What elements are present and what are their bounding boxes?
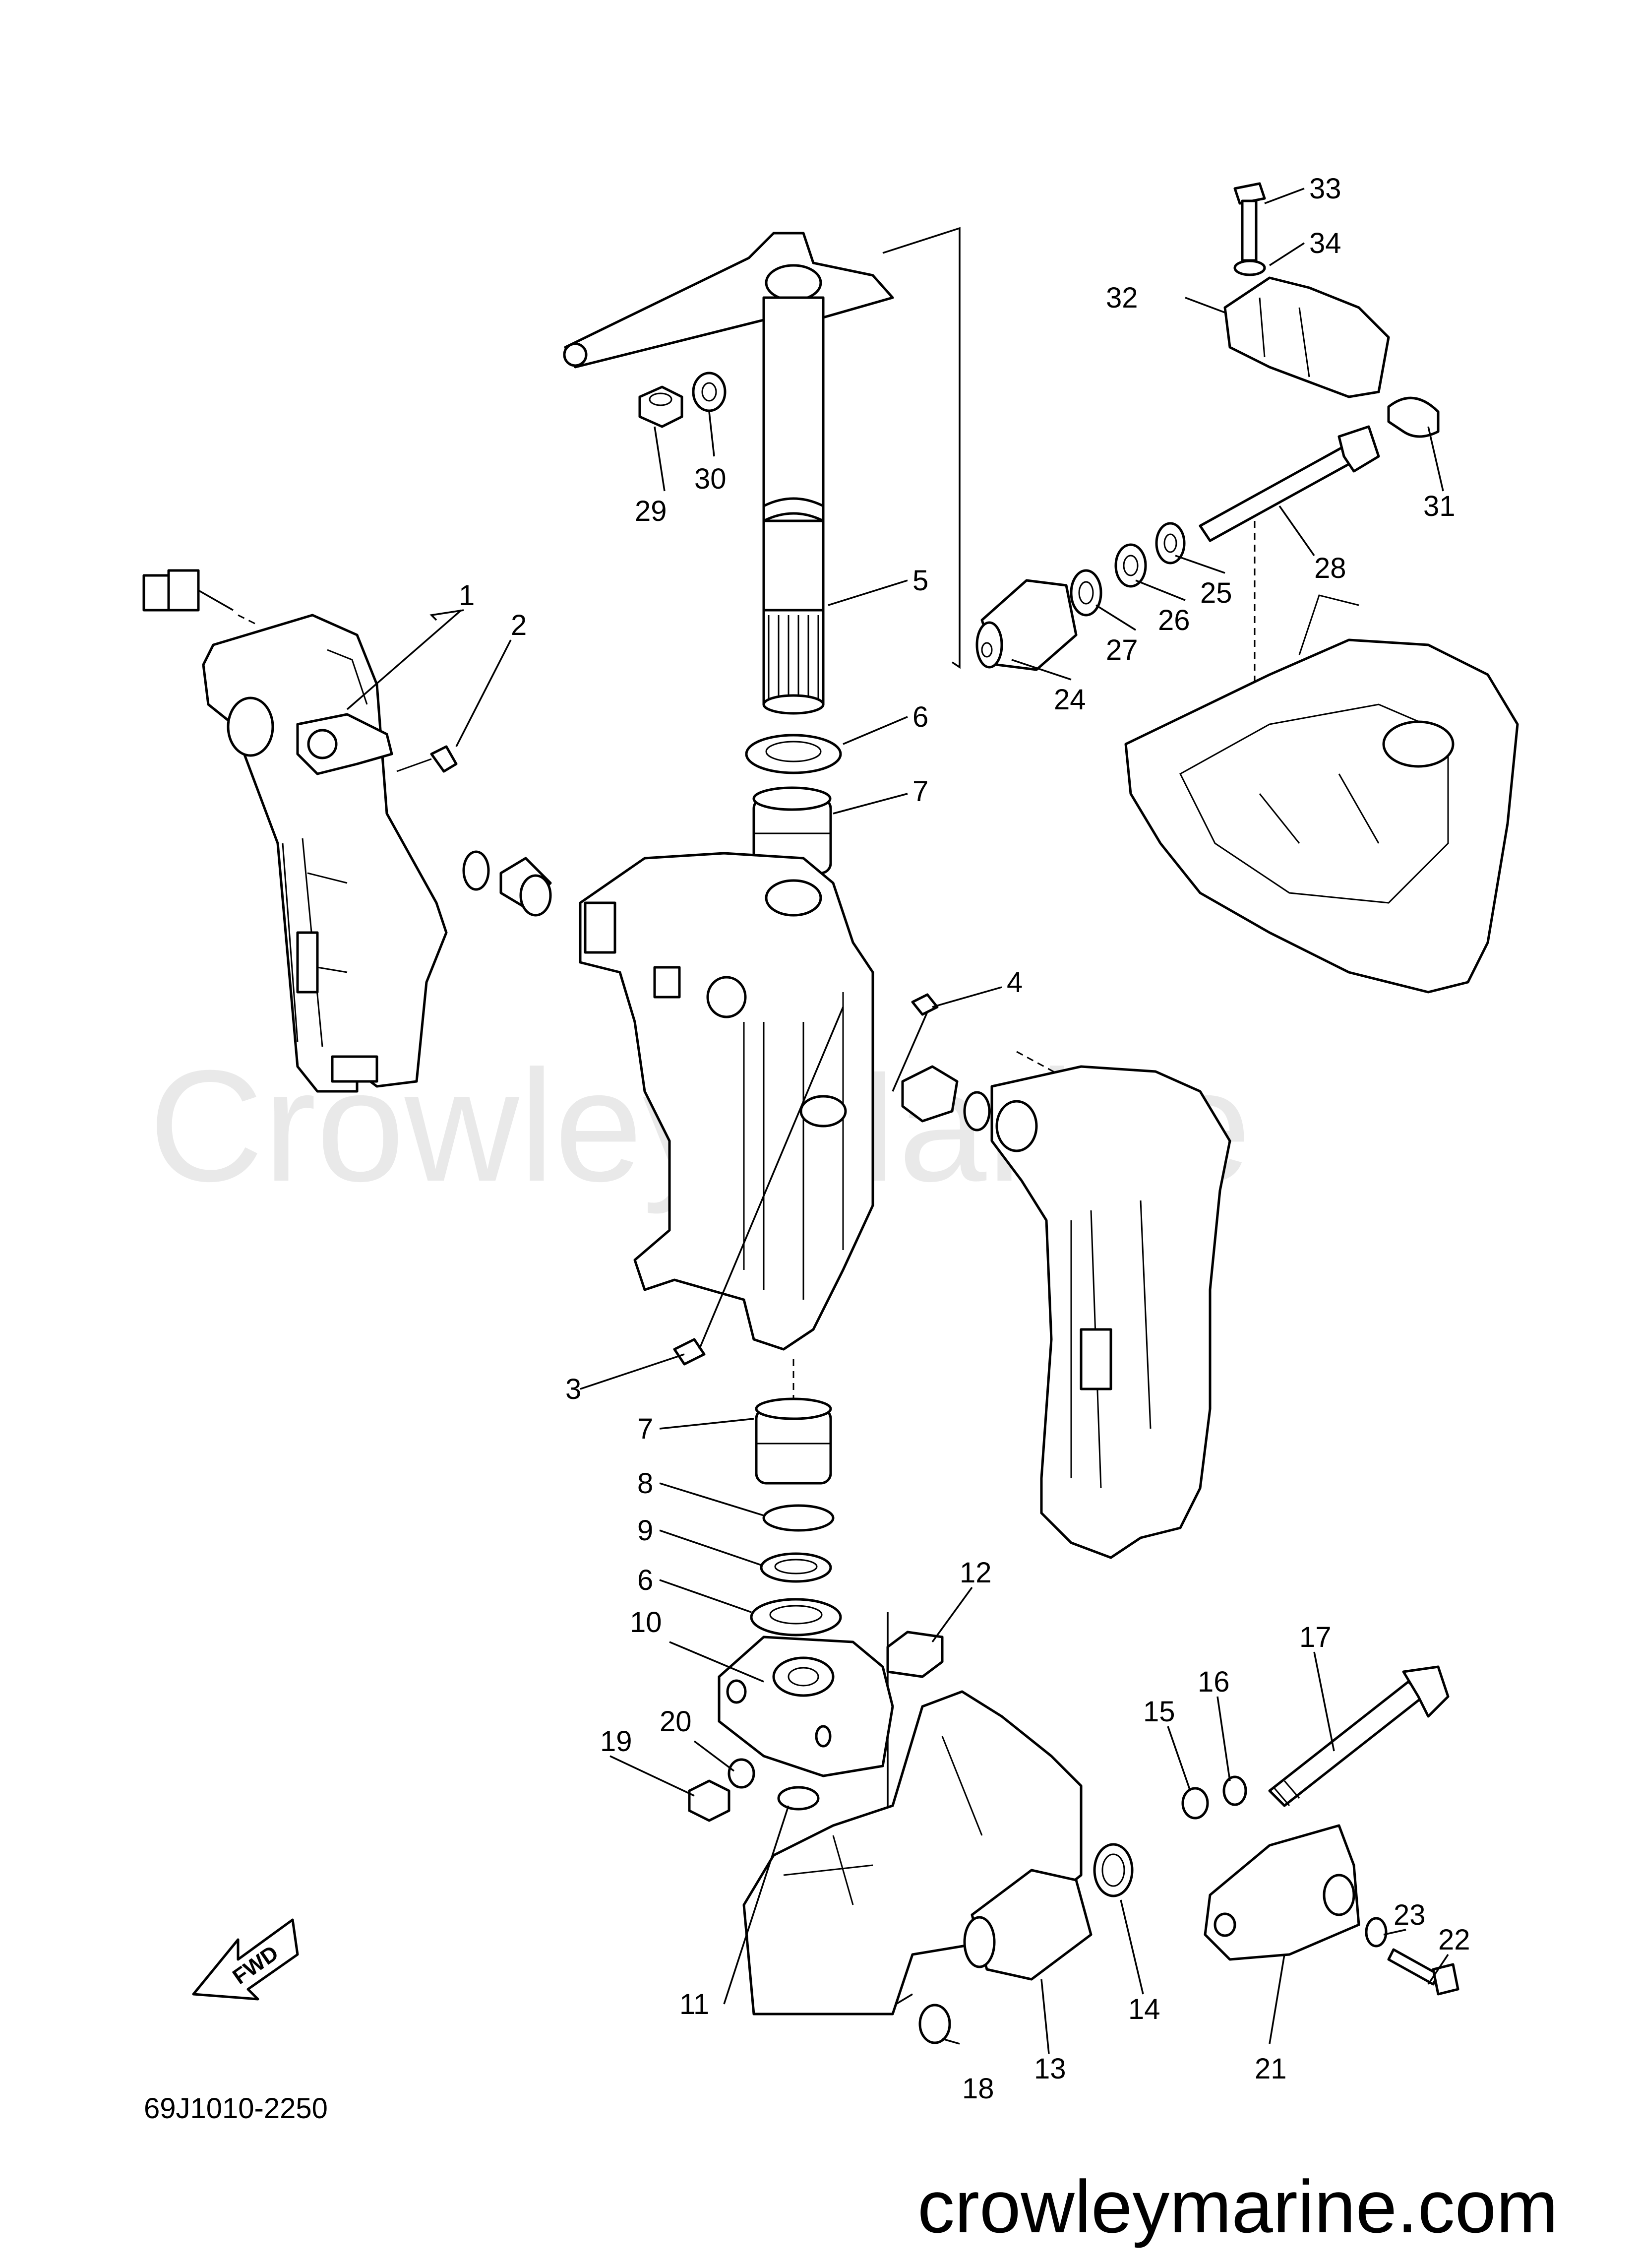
callout-29: 29 [635, 495, 667, 527]
mount-damper-24[interactable] [975, 579, 1078, 671]
website-url[interactable]: crowleymarine.com [917, 2165, 1558, 2248]
lower-mount-housing-21[interactable] [1204, 1824, 1360, 1961]
callout-11: 11 [679, 1988, 709, 2020]
trim-sensor-1[interactable] [296, 713, 393, 775]
thrust-washer-6-upper[interactable] [745, 734, 842, 774]
leader-lines [346, 188, 1449, 2054]
screw-2[interactable] [396, 745, 458, 773]
callout-6-lower: 6 [637, 1564, 653, 1596]
washer-16[interactable] [1222, 1775, 1247, 1806]
clamp-bracket-left[interactable] [202, 614, 448, 1093]
mount-damper-13[interactable] [963, 1869, 1093, 1981]
callout-6-upper: 6 [912, 701, 928, 733]
callout-31: 31 [1423, 490, 1456, 522]
swivel-seal-left[interactable] [462, 850, 552, 917]
bolt-28[interactable] [1199, 425, 1380, 542]
callout-4: 4 [1007, 966, 1023, 999]
lower-mount-bracket-10[interactable] [718, 1636, 894, 1777]
bracket-line-upper [882, 227, 961, 669]
grease-nipple-4[interactable] [911, 993, 939, 1016]
lower-casing [742, 1690, 1083, 2016]
callout-3: 3 [565, 1373, 581, 1405]
callout-2: 2 [511, 609, 527, 641]
callout-34: 34 [1309, 227, 1341, 259]
callout-23: 23 [1394, 1899, 1426, 1931]
bushing-7-upper[interactable] [752, 786, 832, 875]
clip-11[interactable] [777, 1786, 820, 1811]
thrust-washer-6-lower[interactable] [750, 1598, 842, 1637]
washer-27[interactable] [1070, 569, 1102, 617]
callout-7-upper: 7 [912, 775, 928, 808]
callout-16: 16 [1198, 1666, 1230, 1698]
screw-3[interactable] [673, 1338, 706, 1366]
washer-34[interactable] [1233, 259, 1266, 276]
callout-30: 30 [694, 463, 727, 495]
rubber-stopper-12[interactable] [886, 1631, 944, 1678]
clamp-bracket-right[interactable] [990, 1065, 1231, 1559]
callout-labels: 1 2 3 4 5 6 7 7 8 9 6 10 11 12 13 14 15 … [459, 173, 1470, 2105]
callout-26: 26 [1158, 604, 1190, 636]
swivel-seal-right[interactable] [901, 1065, 991, 1132]
steering-arm[interactable] [563, 232, 894, 369]
callout-20: 20 [660, 1705, 692, 1738]
callout-22: 22 [1438, 1924, 1470, 1956]
diagram-code: 69J1010-2250 [144, 2092, 328, 2125]
callout-33: 33 [1309, 173, 1341, 205]
washer-14[interactable] [1093, 1843, 1134, 1897]
swivel-bracket[interactable] [579, 852, 874, 1351]
callout-5: 5 [912, 565, 928, 597]
callout-7-lower: 7 [637, 1413, 653, 1445]
washer-30[interactable] [692, 372, 727, 412]
callout-14: 14 [1128, 1993, 1160, 2025]
callout-8: 8 [637, 1467, 653, 1500]
washer-15[interactable] [1181, 1787, 1209, 1820]
callout-18: 18 [962, 2073, 994, 2105]
callout-28: 28 [1314, 552, 1346, 584]
bolt-22[interactable] [1387, 1948, 1459, 1996]
callout-15: 15 [1143, 1696, 1175, 1728]
callout-25: 25 [1200, 577, 1232, 609]
bolt-17[interactable] [1268, 1665, 1450, 1807]
washer-25[interactable] [1155, 522, 1186, 565]
callout-19: 19 [600, 1725, 632, 1758]
washer-18[interactable] [918, 2004, 951, 2044]
callout-9: 9 [637, 1514, 653, 1547]
nut-19[interactable] [688, 1779, 730, 1822]
o-ring-8[interactable] [762, 1504, 835, 1532]
bushing-7-lower[interactable] [755, 1397, 832, 1485]
callout-32: 32 [1106, 282, 1138, 314]
fwd-arrow-icon: FWD [192, 1918, 299, 2001]
callout-1: 1 [459, 579, 475, 612]
washer-9[interactable] [760, 1552, 832, 1583]
engine-bottom-cowling [1124, 594, 1519, 994]
callout-17: 17 [1299, 1621, 1332, 1653]
callout-21: 21 [1255, 2053, 1287, 2085]
callout-10: 10 [630, 1606, 662, 1638]
callout-27: 27 [1106, 634, 1138, 666]
upper-mount-bracket-32[interactable] [1223, 276, 1390, 398]
washer-23[interactable] [1365, 1917, 1388, 1948]
washer-26[interactable] [1114, 543, 1147, 588]
callout-24: 24 [1054, 684, 1086, 716]
washer-20[interactable] [728, 1758, 755, 1789]
trim-sensor-connector[interactable] [142, 569, 258, 626]
callout-12: 12 [960, 1557, 992, 1589]
bolt-33[interactable] [1233, 182, 1266, 262]
damper-cap-31[interactable] [1387, 396, 1440, 438]
callout-13: 13 [1034, 2053, 1066, 2085]
steering-shaft[interactable] [762, 296, 825, 715]
nut-29[interactable] [638, 385, 683, 428]
